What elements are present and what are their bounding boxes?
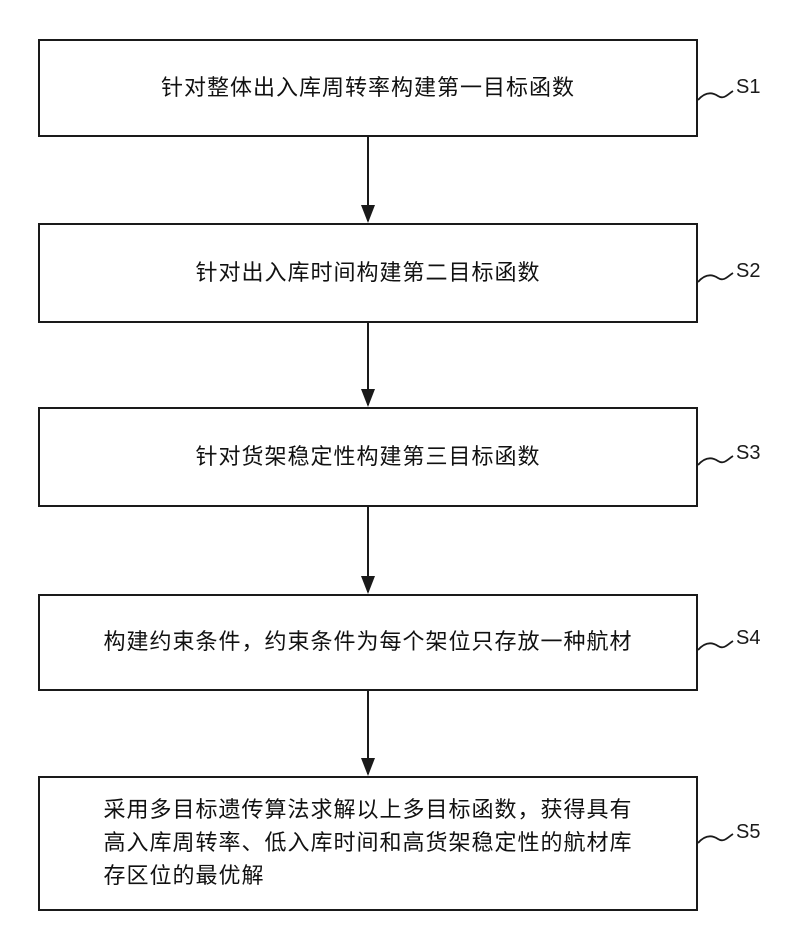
step-box-s4: 构建约束条件，约束条件为每个架位只存放一种航材 <box>38 594 698 691</box>
step-text-s5-line-3: 存区位的最优解 <box>103 860 632 893</box>
step-text-s5: 采用多目标遗传算法求解以上多目标函数，获得具有 高入库周转率、低入库时间和高货架… <box>83 794 652 893</box>
step-tag-s4: S4 <box>736 627 760 650</box>
leader-s2 <box>698 273 733 282</box>
step-text-s4: 构建约束条件，约束条件为每个架位只存放一种航材 <box>83 626 652 659</box>
step-box-s2: 针对出入库时间构建第二目标函数 <box>38 223 698 323</box>
leader-s3 <box>698 456 733 465</box>
step-box-s5: 采用多目标遗传算法求解以上多目标函数，获得具有 高入库周转率、低入库时间和高货架… <box>38 776 698 911</box>
step-text-s5-line-1: 采用多目标遗传算法求解以上多目标函数，获得具有 <box>103 794 632 827</box>
arrowhead-s2-s3 <box>361 389 375 407</box>
arrowhead-s3-s4 <box>361 576 375 594</box>
step-tag-s3: S3 <box>736 442 760 465</box>
step-box-s1: 针对整体出入库周转率构建第一目标函数 <box>38 39 698 137</box>
arrowhead-s1-s2 <box>361 205 375 223</box>
leader-s4 <box>698 641 733 650</box>
step-box-s3: 针对货架稳定性构建第三目标函数 <box>38 407 698 507</box>
step-tag-s1: S1 <box>736 76 760 99</box>
leader-s5 <box>698 834 733 843</box>
step-text-s3: 针对货架稳定性构建第三目标函数 <box>175 441 560 474</box>
step-text-s1: 针对整体出入库周转率构建第一目标函数 <box>141 72 595 105</box>
leader-s1 <box>698 91 733 100</box>
step-tag-s5: S5 <box>736 821 760 844</box>
step-text-s2: 针对出入库时间构建第二目标函数 <box>175 257 560 290</box>
step-text-s5-line-2: 高入库周转率、低入库时间和高货架稳定性的航材库 <box>103 827 632 860</box>
arrowhead-s4-s5 <box>361 758 375 776</box>
step-tag-s2: S2 <box>736 260 760 283</box>
